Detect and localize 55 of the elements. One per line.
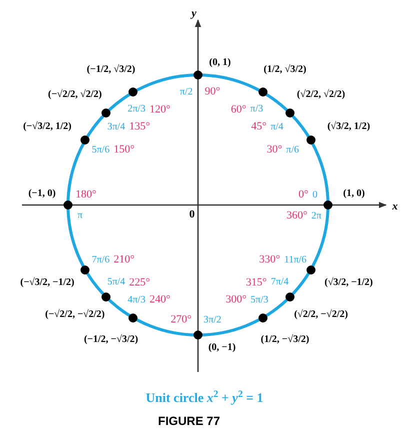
coordinate-label: (1, 0) [343,189,365,199]
radian-label: 7π/4 [270,278,289,288]
coordinate-label: (0, 1) [209,58,231,68]
radian-label: 7π/6 [92,255,110,265]
coordinate-label: (−√3/2, 1/2) [23,122,72,132]
radian-label: 5π/6 [92,145,110,155]
coordinate-label: (√3/2, −1/2) [324,278,373,288]
degree-label: 180° [76,190,96,200]
degree-label: 0° [298,190,308,200]
degree-label: 210° [114,254,134,266]
radian-label: π/4 [270,122,284,132]
radian-label: 4π/3 [128,295,146,306]
degree-label: 135° [129,122,150,133]
axis-label: x [392,202,398,212]
degree-label: 60° [230,104,246,116]
coordinate-label: (−1/2, √3/2) [86,64,136,75]
degree-label: 30° [266,144,282,156]
radian-label: 2π/3 [128,104,146,115]
coordinate-label: (√3/2, 1/2) [327,122,370,132]
axis-label: y [192,8,196,20]
radian-label: 5π/3 [250,295,268,306]
coordinate-label: (−1, 0) [28,189,56,199]
radian-label: π/2 [180,87,193,97]
degree-label: 45° [251,122,267,133]
coordinate-label: (1/2, −√3/2) [260,335,310,346]
degree-label: 120° [149,104,170,116]
radian-label: π/6 [286,145,299,155]
coordinate-label: (−√2/2, √2/2) [48,90,102,100]
degree-label: 300° [226,294,247,306]
coordinate-label: (−√2/2, −√2/2) [45,310,105,320]
radian-label: 11π/6 [284,255,307,265]
radian-label: 5π/4 [107,278,126,288]
caption: Unit circle x$^{2}$ + y$^{2}$ = 1 [144,388,264,407]
degree-label: 330° [259,254,280,266]
radian-label: 2π [311,211,322,221]
coordinate-label: (1/2, √3/2) [264,64,306,75]
coordinate-label: (−√3/2, −1/2) [20,278,74,288]
coordinate-label: (√2/2, √2/2) [296,90,346,100]
degree-label: 90° [204,86,220,98]
degree-label: 315° [246,277,267,288]
coordinate-label: (√2/2, −√2/2) [294,310,348,320]
coordinate-label: (−1/2, −√3/2) [84,335,138,346]
degree-label: 360° [286,210,308,222]
degree-label: 150° [114,144,134,156]
radian-label: π [77,211,83,221]
radian-label: π/3 [250,104,264,115]
degree-label: 270° [170,314,192,326]
radian-label: 0 [312,190,318,200]
radian-label: 3π/2 [204,315,222,325]
origin-label: 0 [189,210,195,220]
radian-label: 3π/4 [107,122,126,132]
degree-label: 225° [129,277,150,288]
coordinate-label: (0, −1) [208,343,236,353]
degree-label: 240° [149,294,170,306]
figure-title: FIGURE 77 [158,413,220,430]
